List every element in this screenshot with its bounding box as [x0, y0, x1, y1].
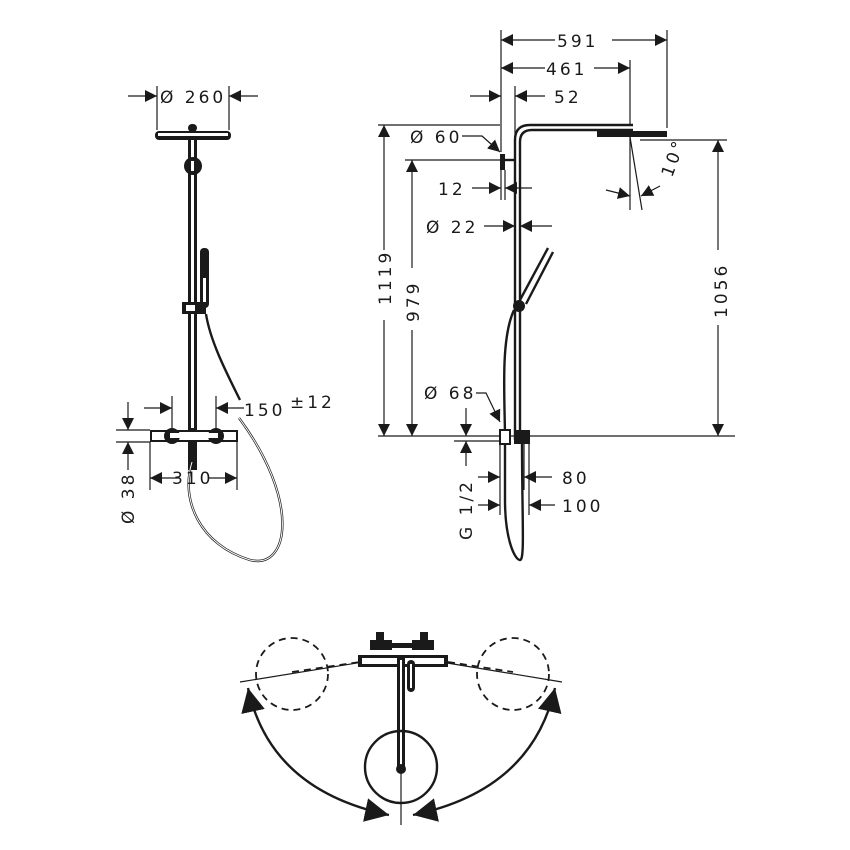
top-view	[239, 632, 563, 825]
side-hand-shower-icon	[518, 247, 550, 301]
mixer-diameter-label: Ø 38	[119, 472, 139, 524]
wall-offset-label: 52	[554, 88, 582, 108]
side-shower-head-icon	[597, 131, 667, 137]
head-diameter-label: Ø 260	[160, 88, 226, 108]
depth-100-label: 100	[562, 497, 603, 517]
head-height-label: 1056	[712, 263, 732, 318]
wall-connector-icon	[514, 430, 530, 444]
connector-depth-label: 12	[438, 180, 466, 200]
rosette-diameter-label: Ø 68	[424, 384, 476, 404]
depth-80-label: 80	[562, 469, 590, 489]
arm-length-label: 591	[557, 32, 598, 52]
mixer-width-label: 310	[172, 469, 213, 489]
swivel-right-position	[476, 637, 550, 711]
wall-bracket-icon	[500, 154, 505, 170]
swivel-left-position	[255, 637, 329, 711]
shower-arm-icon	[513, 123, 633, 440]
connector-height-label: 979	[404, 281, 424, 322]
valve-spacing-tolerance: ±12	[290, 393, 335, 413]
head-tilt-label: 10°	[658, 136, 690, 180]
thread-label: G 1/2	[457, 479, 477, 540]
valve-spacing-label: 150	[244, 401, 285, 421]
connector-diameter-label: Ø 60	[410, 128, 462, 148]
front-view: Ø 260 150 ±12	[116, 86, 335, 563]
head-center-label: 461	[546, 60, 587, 80]
side-view: 591 461 52 10° Ø 60 12 Ø 22	[376, 30, 735, 562]
pipe-diameter-label: Ø 22	[426, 218, 478, 238]
total-height-label: 1119	[376, 250, 396, 305]
